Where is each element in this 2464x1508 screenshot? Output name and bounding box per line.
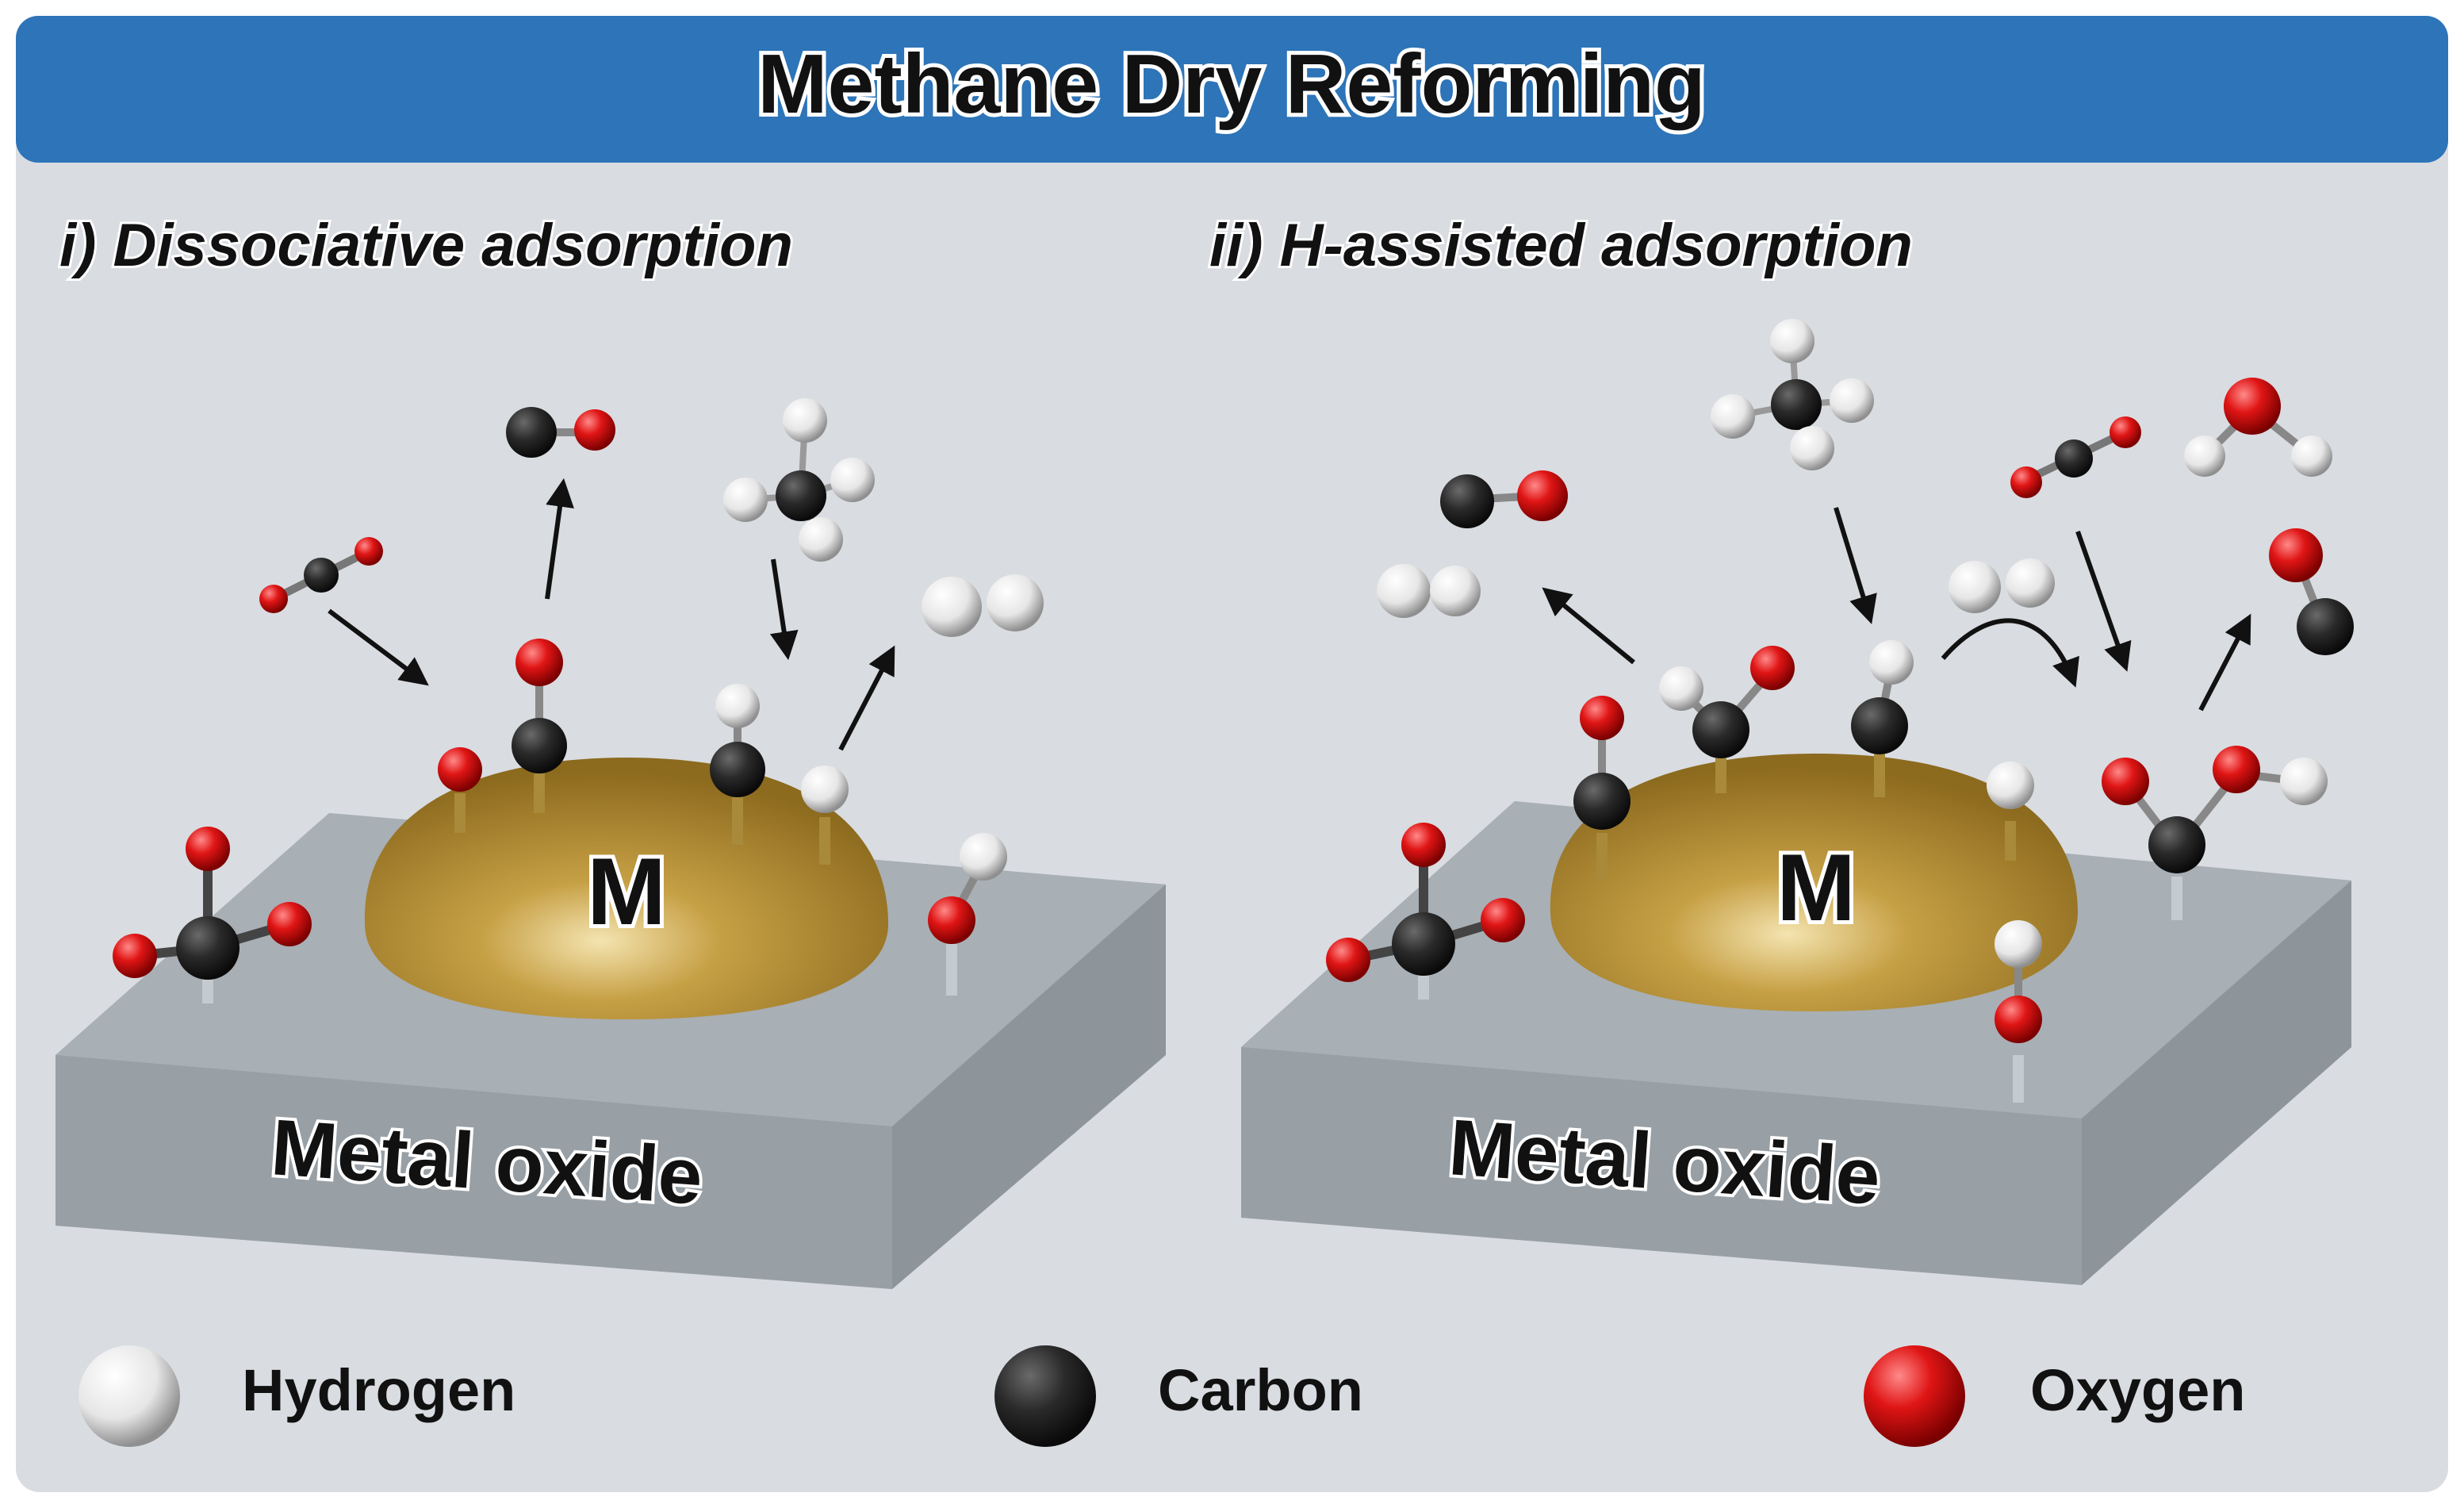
arrow	[1542, 587, 1635, 665]
adsorbed-hydrogen	[1987, 762, 2034, 861]
panel-1-metal-particle	[364, 758, 888, 1019]
reaction-arrows	[328, 478, 2251, 751]
arrow	[328, 608, 429, 686]
legend-label-oxygen: Oxygen	[2030, 1357, 2245, 1423]
co-molecule	[506, 407, 615, 458]
h2-molecule	[1377, 564, 1481, 618]
co2-molecule	[2010, 416, 2141, 498]
molecules-layer	[113, 319, 2354, 1103]
panel-2-metal-label: M	[1776, 835, 1856, 941]
hydrogen-atom-icon	[79, 1345, 180, 1447]
carbonate-molecule	[113, 827, 312, 1003]
title: Methane Dry Reforming	[757, 37, 1706, 131]
arrow	[545, 478, 574, 600]
methane-molecule	[1711, 319, 1874, 470]
legend-label-hydrogen: Hydrogen	[242, 1357, 515, 1423]
hydroxyl-group	[1995, 920, 2042, 1103]
adsorbed-ch-molecule	[710, 684, 765, 845]
legend-label-carbon: Carbon	[1158, 1357, 1363, 1423]
water-molecule	[2184, 378, 2332, 477]
arrow	[1941, 618, 2079, 688]
adsorbed-hydrogen	[801, 766, 849, 865]
title-banner	[16, 16, 2448, 163]
h2-molecule	[922, 574, 1044, 637]
arrow	[838, 645, 895, 751]
arrow	[1834, 507, 1877, 624]
adsorbed-oxygen	[438, 747, 482, 833]
panel-2-metal-particle	[1550, 754, 2078, 1011]
carbon-atom-icon	[994, 1345, 1096, 1447]
panel-1-heading: i) Dissociative adsorption	[59, 212, 793, 279]
adsorbed-hco-molecule	[1659, 646, 1795, 793]
co-molecule	[2269, 528, 2354, 655]
adsorbed-ch-molecule	[1851, 640, 1914, 797]
adsorbed-co-molecule	[512, 639, 567, 813]
methane-molecule	[723, 398, 875, 562]
legend: Hydrogen Carbon Oxygen	[79, 1345, 2245, 1447]
hydroxyl-group	[928, 833, 1007, 996]
arrow	[769, 558, 799, 661]
panel-1-metal-label: M	[587, 838, 666, 945]
co2-molecule	[259, 537, 383, 613]
carbonate-molecule	[1326, 823, 1525, 1000]
arrow	[2075, 531, 2132, 672]
h2-molecule	[1949, 558, 2055, 613]
arrow	[2198, 613, 2251, 712]
panel-2-heading: ii) H-assisted adsorption	[1209, 212, 1913, 279]
carboxyl-group	[2102, 746, 2328, 920]
oxygen-atom-icon	[1864, 1345, 1965, 1447]
adsorbed-co-molecule	[1573, 696, 1631, 881]
co-molecule	[1440, 470, 1568, 528]
